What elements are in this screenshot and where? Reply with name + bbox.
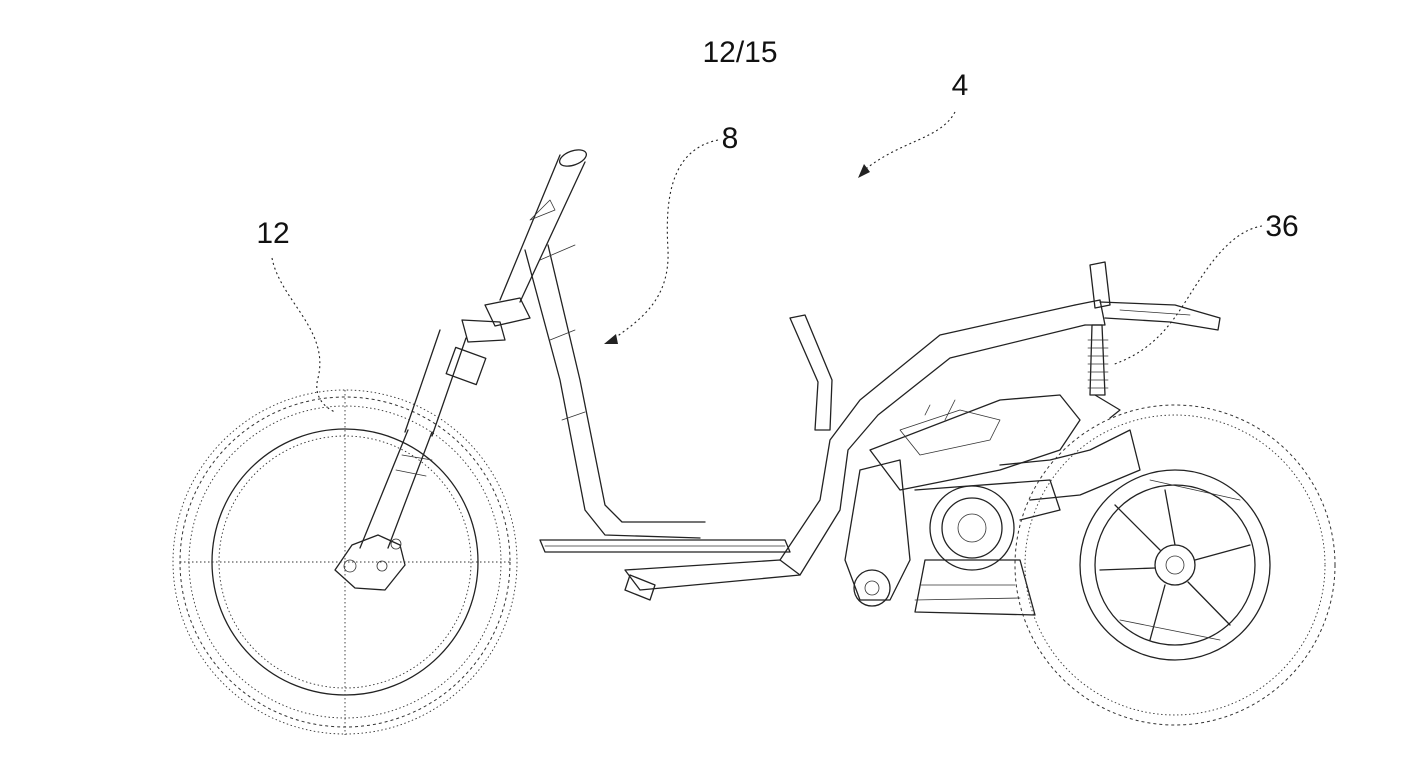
leader-rear-suspension <box>1111 225 1263 366</box>
leader-front-wheel <box>271 257 336 413</box>
front-wheel <box>172 389 518 735</box>
label-front-wheel: 12 <box>256 217 289 250</box>
leader-vehicle <box>861 111 956 173</box>
label-frame: 8 <box>722 122 739 155</box>
arrow-vehicle <box>858 164 870 178</box>
arrow-frame <box>604 334 618 344</box>
leader-frame <box>611 139 719 341</box>
main-frame <box>524 244 1221 601</box>
rear-shock-absorber <box>1087 324 1121 419</box>
label-rear-suspension: 36 <box>1265 210 1298 243</box>
front-fork <box>334 149 588 591</box>
sheet-number: 12/15 <box>702 36 777 69</box>
engine-unit <box>844 394 1141 616</box>
label-vehicle: 4 <box>952 69 969 102</box>
rear-wheel <box>1014 404 1336 726</box>
